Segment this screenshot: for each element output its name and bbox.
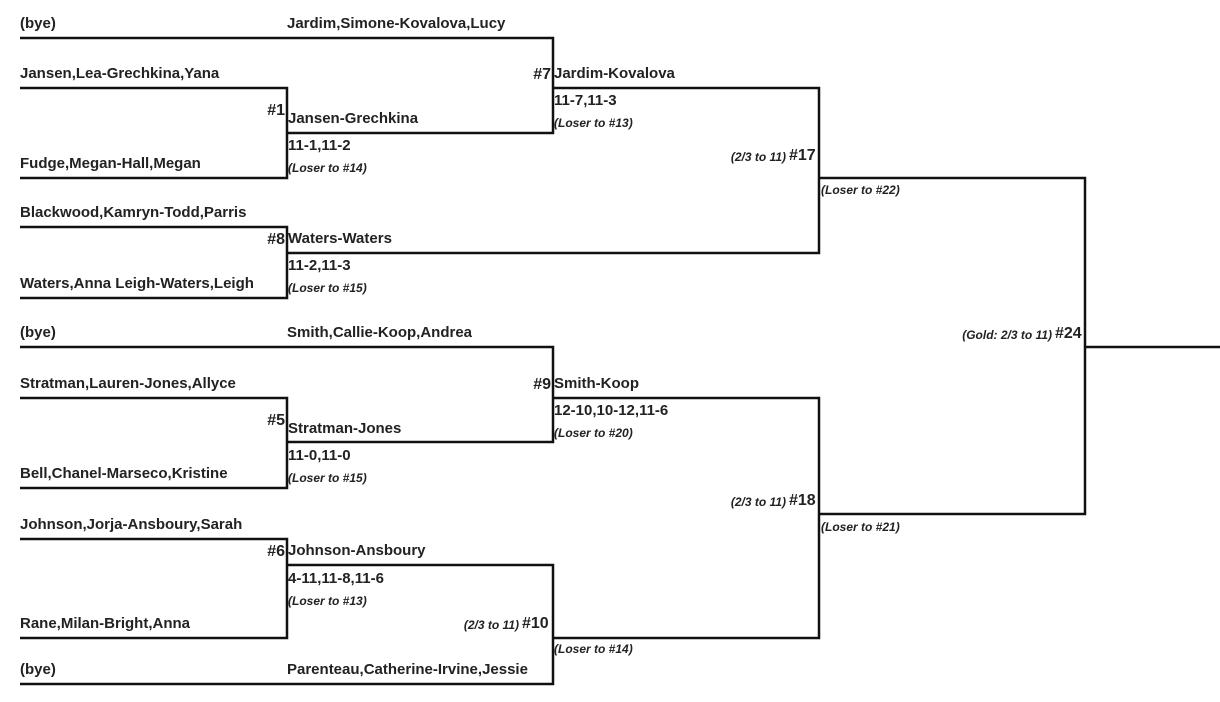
bracket-line-bye-top	[20, 36, 555, 135]
match-17-format: (2/3 to 11)	[730, 150, 786, 164]
match-1-winner: Jansen-Grechkina	[288, 110, 419, 127]
bye-top-label: (bye)	[20, 15, 56, 32]
match-5-loser-note: (Loser to #15)	[288, 471, 367, 485]
match-10-loser-note: (Loser to #14)	[554, 642, 633, 656]
match-17-loser-note: (Loser to #22)	[821, 183, 900, 197]
match-18-format: (2/3 to 11)	[730, 495, 786, 509]
bracket-line-match-9	[553, 396, 821, 640]
match-6-number: #6	[267, 543, 285, 560]
match-7-loser-note: (Loser to #13)	[554, 116, 633, 130]
bracket-line-match-7	[287, 86, 821, 255]
bracket-line-match-6	[20, 537, 289, 640]
entry-stratman-jones: Stratman,Lauren-Jones,Allyce	[20, 375, 236, 392]
match-8-winner: Waters-Waters	[288, 230, 392, 247]
entry-rane-bright: Rane,Milan-Bright,Anna	[20, 615, 191, 632]
match-6-winner: Johnson-Ansboury	[288, 542, 426, 559]
match-9-score: 12-10,10-12,11-6	[554, 402, 669, 419]
match-8-score: 11-2,11-3	[288, 257, 351, 274]
match-18-number: #18	[789, 492, 816, 509]
bracket-line-bye-mid	[20, 345, 555, 444]
bye-mid-label: (bye)	[20, 324, 56, 341]
match-8-loser-note: (Loser to #15)	[288, 281, 367, 295]
entry-fudge-hall: Fudge,Megan-Hall,Megan	[20, 155, 201, 172]
seed-team-smith-koop: Smith,Callie-Koop,Andrea	[287, 324, 473, 341]
match-1-loser-note: (Loser to #14)	[288, 161, 367, 175]
match-24-number: #24	[1055, 325, 1082, 342]
match-5-number: #5	[267, 412, 285, 429]
seed-team-parenteau-irvine: Parenteau,Catherine-Irvine,Jessie	[287, 661, 528, 678]
bracket-line-match-5	[20, 396, 289, 490]
match-10-number: #10	[522, 615, 549, 632]
match-9-winner: Smith-Koop	[554, 375, 639, 392]
entry-waters-waters: Waters,Anna Leigh-Waters,Leigh	[20, 275, 254, 292]
match-6-loser-note: (Loser to #13)	[288, 594, 367, 608]
match-1-number: #1	[267, 102, 285, 119]
entry-jansen-grechkina: Jansen,Lea-Grechkina,Yana	[20, 65, 220, 82]
match-1-score: 11-1,11-2	[288, 137, 351, 154]
match-17-number: #17	[789, 147, 816, 164]
match-10-format: (2/3 to 11)	[463, 618, 519, 632]
match-7-number: #7	[533, 66, 551, 83]
bye-bottom-label: (bye)	[20, 661, 56, 678]
match-7-score: 11-7,11-3	[554, 92, 617, 109]
match-18-loser-note: (Loser to #21)	[821, 520, 900, 534]
match-9-number: #9	[533, 376, 551, 393]
match-7-winner: Jardim-Kovalova	[554, 65, 675, 82]
bracket-line-match-1	[20, 86, 289, 180]
match-9-loser-note: (Loser to #20)	[554, 426, 633, 440]
match-5-score: 11-0,11-0	[288, 447, 351, 464]
bracket-line-match-10	[20, 563, 555, 686]
entry-blackwood-todd: Blackwood,Kamryn-Todd,Parris	[20, 204, 247, 221]
match-8-number: #8	[267, 231, 285, 248]
match-5-winner: Stratman-Jones	[288, 420, 402, 437]
bracket-line-match-8	[20, 225, 289, 300]
entry-bell-marseco: Bell,Chanel-Marseco,Kristine	[20, 465, 228, 482]
match-6-score: 4-11,11-8,11-6	[288, 570, 384, 587]
seed-team-jardim-kovalova: Jardim,Simone-Kovalova,Lucy	[287, 15, 506, 32]
bracket-line-match-17	[819, 176, 1087, 516]
entry-johnson-ansboury: Johnson,Jorja-Ansboury,Sarah	[20, 516, 243, 533]
match-24-format: (Gold: 2/3 to 11)	[962, 328, 1052, 342]
